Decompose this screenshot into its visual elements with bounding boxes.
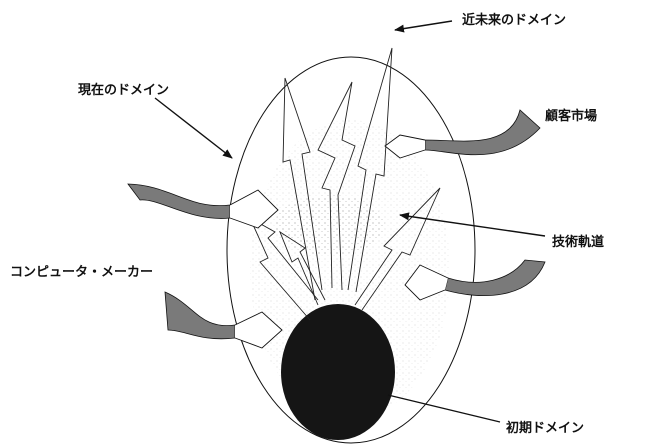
initial-domain-label: 初期ドメイン [506,420,584,436]
initial-domain-core [281,304,395,440]
customer-market-label: 顧客市場 [545,108,597,124]
market-arrow-right-top-tail [425,110,540,155]
market-arrow-left-bottom-tail [165,292,235,339]
market-arrow-right-bottom-tail [445,260,545,296]
near-future-domain-label: 近未来のドメイン [462,12,566,28]
market-arrow-left-top-tail [128,184,230,218]
current-domain-label: 現在のドメイン [78,82,169,98]
initial-domain-leader [388,395,500,422]
near-future-leader [395,21,452,30]
current-domain-leader [155,98,232,158]
technology-trajectory-label: 技術軌道 [552,234,604,250]
computer-maker-label: コンピュータ・メーカー [10,265,153,280]
